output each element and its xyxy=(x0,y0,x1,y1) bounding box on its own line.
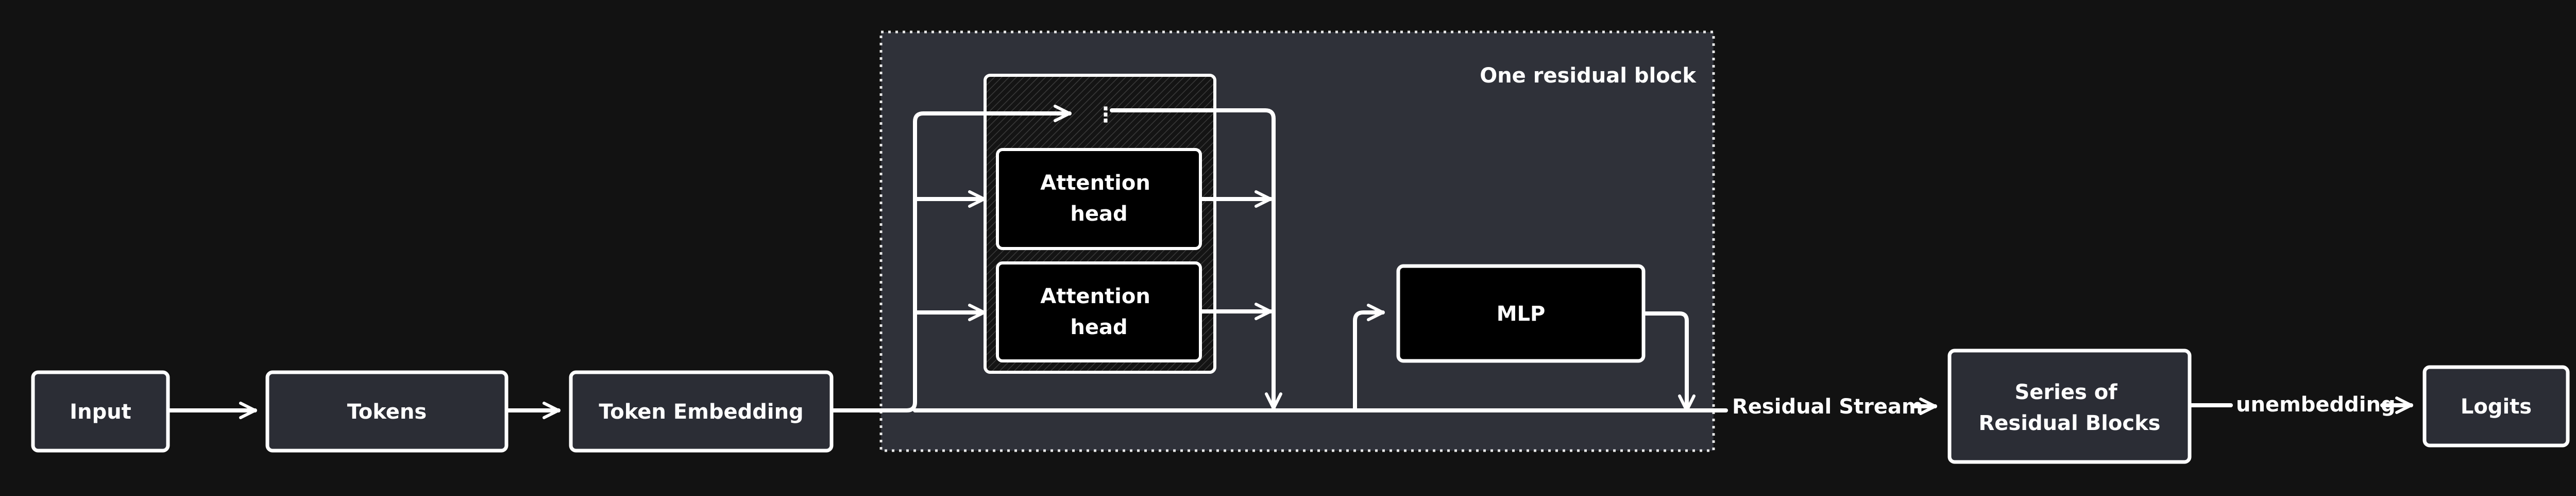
edge-mlp-to-stream xyxy=(1641,311,1696,412)
node-mlp: MLP xyxy=(1396,264,1646,363)
node-mlp-label: MLP xyxy=(1497,302,1546,326)
node-more-heads: ⋮ xyxy=(1095,103,1116,127)
node-attention-head-1: Attention head xyxy=(996,148,1202,250)
series-blocks-label: Series of Residual Blocks xyxy=(1979,381,2161,435)
node-series-of-residual-blocks: Series of Residual Blocks xyxy=(1947,349,2192,464)
unembedding-label: unembedding xyxy=(2236,393,2396,417)
node-attention-head-2: Attention head xyxy=(996,261,1202,362)
node-input-label: Input xyxy=(70,400,131,424)
node-input: Input xyxy=(31,370,170,453)
attention-head-2-label: Attention head xyxy=(1040,285,1158,339)
node-token-embedding-label: Token Embedding xyxy=(599,400,803,424)
more-heads-ellipsis: ⋮ xyxy=(1095,103,1116,127)
series-blocks-line-2: Residual Blocks xyxy=(1979,411,2161,435)
attention-head-1-line-2: head xyxy=(1070,202,1127,226)
attention-head-2-line-2: head xyxy=(1070,316,1127,339)
node-token-embedding: Token Embedding xyxy=(569,370,834,453)
attention-head-1-label: Attention head xyxy=(1040,171,1158,226)
edge-embedding-to-heads xyxy=(829,105,1072,412)
edge-more-heads-to-stream xyxy=(1110,108,1282,410)
node-tokens: Tokens xyxy=(265,370,509,453)
series-blocks-line-1: Series of xyxy=(2014,381,2117,404)
node-logits: Logits xyxy=(2422,365,2570,448)
node-tokens-label: Tokens xyxy=(347,400,427,424)
residual-stream-label: Residual Stream xyxy=(1732,395,1923,419)
residual-block-title: One residual block xyxy=(1480,64,1697,88)
edges xyxy=(166,105,2413,419)
edge-stream-to-mlp xyxy=(1353,304,1385,412)
attention-head-2-line-1: Attention xyxy=(1040,285,1150,308)
attention-head-1-line-1: Attention xyxy=(1040,171,1150,195)
node-logits-label: Logits xyxy=(2461,395,2532,419)
